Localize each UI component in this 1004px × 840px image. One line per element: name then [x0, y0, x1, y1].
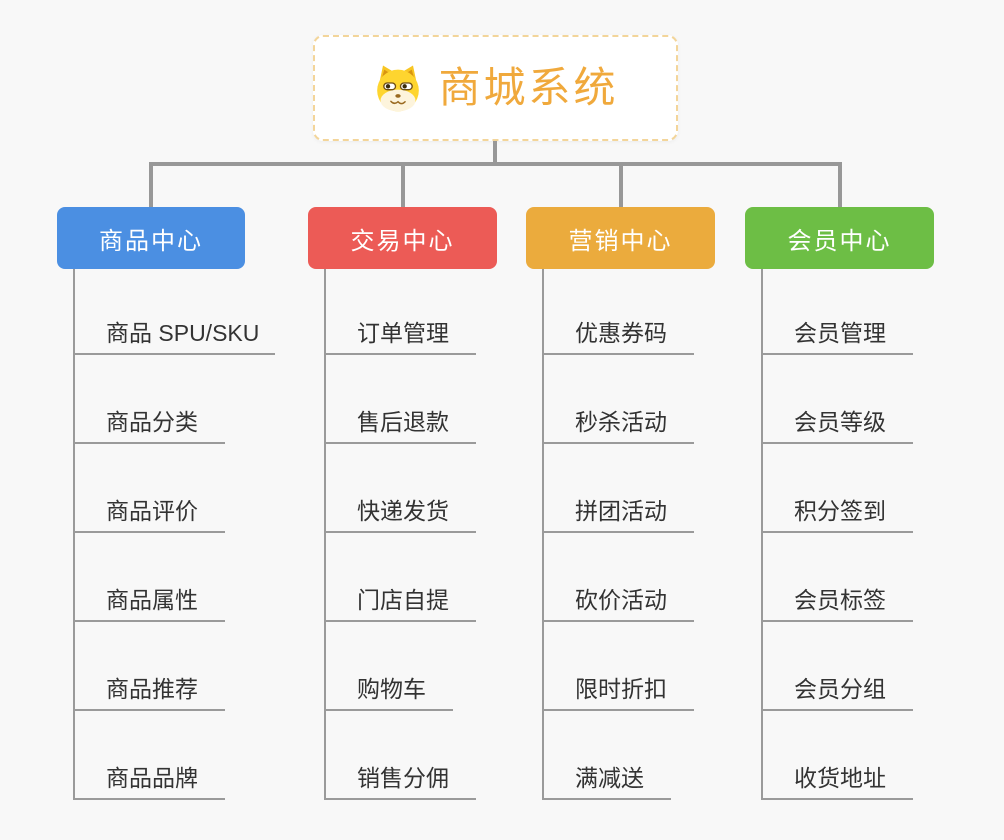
branch-item[interactable]: 商品 SPU/SKU: [73, 309, 275, 355]
branch-vertical-line: [324, 269, 326, 800]
branch-item[interactable]: 会员管理: [761, 309, 913, 355]
branch-item[interactable]: 会员标签: [761, 576, 913, 622]
branch-item[interactable]: 砍价活动: [542, 576, 694, 622]
root-node[interactable]: 商城系统: [313, 35, 678, 141]
branch-drop-line: [618, 162, 623, 210]
branch-item[interactable]: 收货地址: [761, 754, 913, 800]
branch-item[interactable]: 门店自提: [324, 576, 476, 622]
branch-drop-line: [837, 162, 842, 210]
branch-item[interactable]: 购物车: [324, 665, 453, 711]
branch-header[interactable]: 营销中心: [526, 207, 715, 269]
root-stem-line: [493, 141, 497, 165]
branch-item[interactable]: 会员分组: [761, 665, 913, 711]
branch-drop-line: [149, 162, 153, 210]
branch-item[interactable]: 销售分佣: [324, 754, 476, 800]
branch-item[interactable]: 满减送: [542, 754, 671, 800]
branch-drop-line: [400, 162, 405, 210]
branch-item[interactable]: 商品品牌: [73, 754, 225, 800]
branch-item[interactable]: 会员等级: [761, 398, 913, 444]
root-title: 商城系统: [438, 64, 619, 111]
branch-item[interactable]: 秒杀活动: [542, 398, 694, 444]
branch-item[interactable]: 快递发货: [324, 487, 476, 533]
branch-header[interactable]: 交易中心: [308, 207, 497, 269]
branch-header[interactable]: 会员中心: [745, 207, 934, 269]
doge-icon: [372, 63, 424, 113]
branch-vertical-line: [761, 269, 763, 800]
branch-item[interactable]: 商品分类: [73, 398, 225, 444]
branch-vertical-line: [73, 269, 75, 800]
branch-item[interactable]: 商品评价: [73, 487, 225, 533]
branch-item[interactable]: 售后退款: [324, 398, 476, 444]
branch-item[interactable]: 优惠券码: [542, 309, 694, 355]
branch-item[interactable]: 商品属性: [73, 576, 225, 622]
branch-item[interactable]: 拼团活动: [542, 487, 694, 533]
branch-header[interactable]: 商品中心: [57, 207, 245, 269]
branch-vertical-line: [542, 269, 544, 800]
branch-item[interactable]: 订单管理: [324, 309, 476, 355]
branch-item[interactable]: 积分签到: [761, 487, 913, 533]
branch-item[interactable]: 限时折扣: [542, 665, 694, 711]
tree-horizontal-line: [149, 162, 842, 166]
branch-item[interactable]: 商品推荐: [73, 665, 225, 711]
